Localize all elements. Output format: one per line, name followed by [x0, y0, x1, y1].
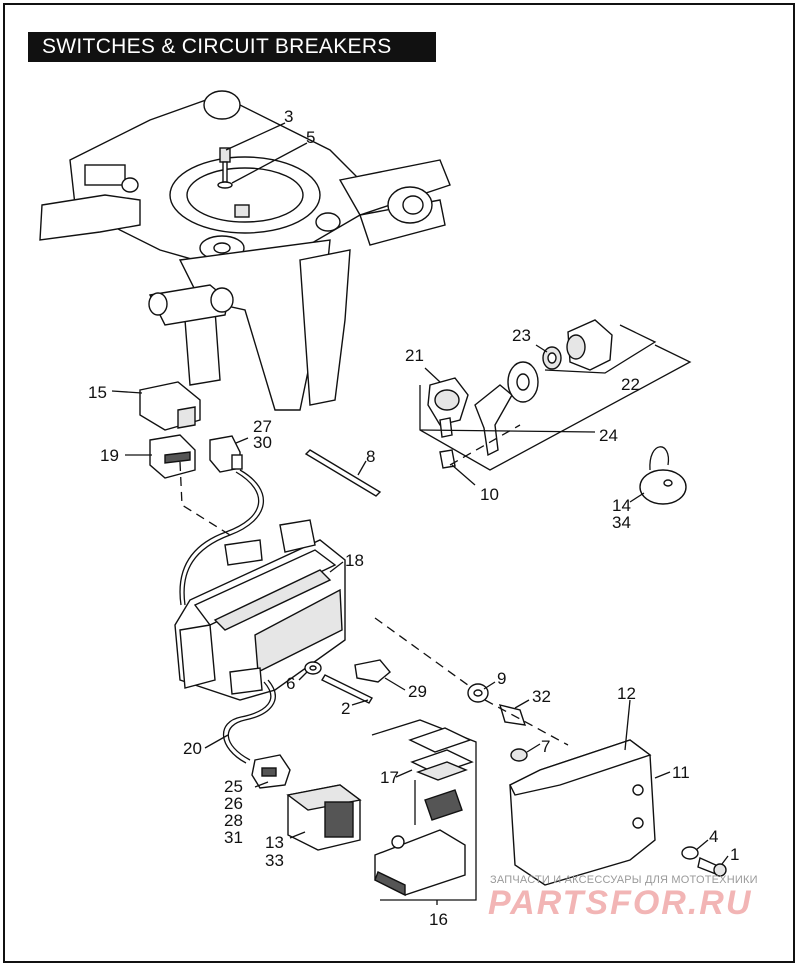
callout-20: 20	[183, 739, 202, 758]
switch-cover	[509, 739, 656, 886]
alignment-lines	[179, 424, 569, 746]
connector-and-breaker	[251, 754, 362, 851]
callout-19: 19	[100, 446, 119, 465]
callout-5: 5	[306, 128, 315, 147]
callout-9: 9	[497, 669, 506, 688]
callout-29: 29	[408, 682, 427, 701]
callout-7: 7	[541, 737, 550, 756]
diagram-frame	[3, 3, 795, 963]
callout-17: 17	[380, 768, 399, 787]
motorcycle-frame	[39, 90, 451, 411]
leader-lines	[111, 122, 729, 905]
callout-30: 30	[253, 433, 272, 452]
callout-3: 3	[284, 107, 293, 126]
callout-22: 22	[621, 375, 640, 394]
callout-23: 23	[512, 326, 531, 345]
callout-8: 8	[366, 447, 375, 466]
small-fasteners	[304, 659, 727, 877]
callout-14: 14	[612, 496, 631, 515]
callout-31: 31	[224, 828, 243, 847]
callout-4: 4	[709, 827, 718, 846]
callout-18: 18	[345, 551, 364, 570]
callout-1: 1	[730, 845, 739, 864]
circuit-breaker-module	[174, 519, 346, 701]
fuse-box-assembly	[371, 719, 477, 901]
callout-25: 25	[224, 777, 243, 796]
ignition-switch-group	[427, 319, 687, 505]
callout-21: 21	[405, 346, 424, 365]
callout-6: 6	[286, 674, 295, 693]
callout-10: 10	[480, 485, 499, 504]
callout-12: 12	[617, 684, 636, 703]
callout-16: 16	[429, 910, 448, 929]
connectors-upper-left	[139, 381, 243, 479]
callout-2: 2	[341, 699, 350, 718]
callout-13: 13	[265, 833, 284, 852]
watermark-logo: PARTSFOR.RU	[488, 884, 753, 922]
rod-8	[304, 449, 382, 497]
callout-26: 26	[224, 794, 243, 813]
callout-27: 27	[253, 417, 272, 436]
callout-28: 28	[224, 811, 243, 830]
callout-11: 11	[672, 763, 690, 782]
callout-15: 15	[88, 383, 107, 402]
callout-labels: 3 5 15 27 30 19 8 18 6 29 2 9 32 12 7 20…	[88, 107, 739, 929]
callout-24: 24	[599, 426, 618, 445]
callout-34: 34	[612, 513, 631, 532]
watermark-subtitle: ЗАПЧАСТИ И АКСЕССУАРЫ ДЛЯ МОТОТЕХНИКИ	[490, 874, 758, 886]
callout-33: 33	[265, 851, 284, 870]
page-title: SWITCHES & CIRCUIT BREAKERS	[28, 32, 436, 62]
callout-32: 32	[532, 687, 551, 706]
